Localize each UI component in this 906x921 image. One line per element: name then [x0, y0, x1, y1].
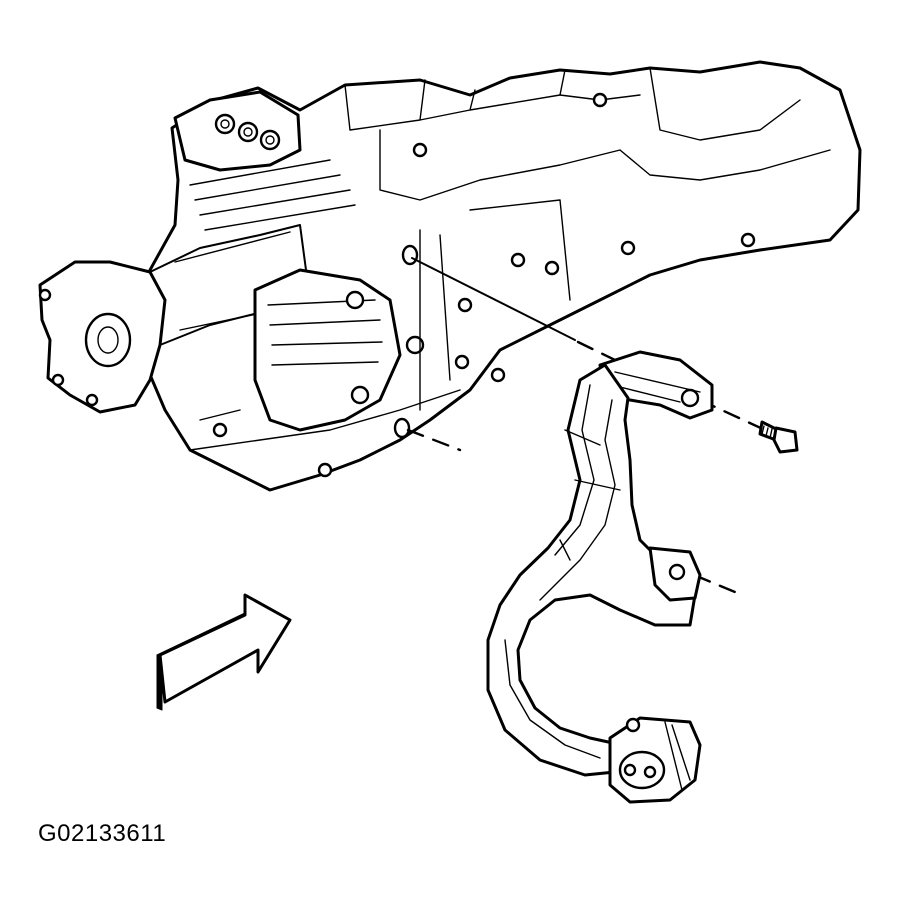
port-hole	[259, 129, 281, 151]
mount-bolt	[758, 420, 799, 454]
flange-hub	[84, 312, 132, 368]
flange-bolt-hole	[38, 288, 52, 302]
vehicle-front-arrow	[156, 593, 292, 711]
transmission-mount-bracket	[486, 350, 714, 804]
flange-hub-inner	[97, 326, 119, 354]
case-ribs	[189, 67, 831, 231]
port-hole	[237, 121, 259, 143]
transmission-assembly	[38, 60, 862, 492]
bushing-bore	[618, 750, 666, 790]
valve-block	[173, 90, 302, 172]
oil-pan-lines	[189, 199, 571, 451]
mount-bolt-hole-upper	[401, 244, 419, 266]
port-hole	[214, 113, 236, 135]
arrow-body	[158, 593, 292, 704]
flange-bolt-hole	[85, 393, 99, 407]
bracket-contours	[504, 384, 621, 759]
figure-id-label: G02133611	[38, 820, 167, 847]
mount-bolt-hole-lower	[393, 417, 411, 439]
flange-bolt-hole	[51, 373, 65, 387]
